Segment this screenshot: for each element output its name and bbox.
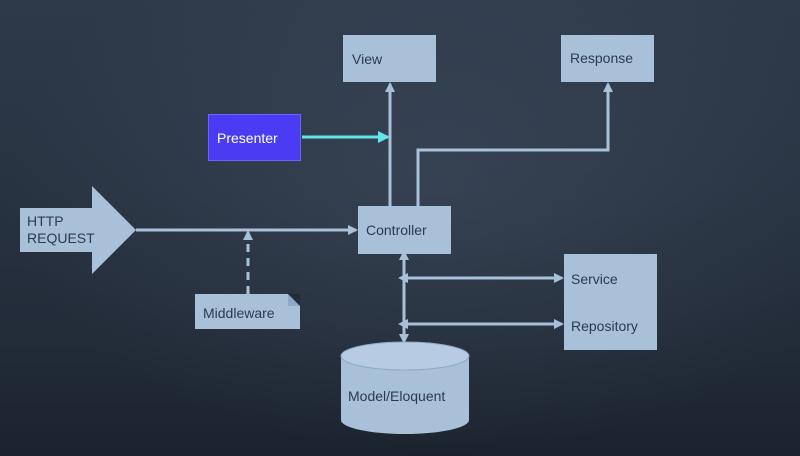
- controller-to-response-arrow: [416, 82, 613, 206]
- http-request-arrow-shape: [20, 186, 136, 274]
- service-label: Service: [571, 271, 618, 287]
- presenter-node: Presenter: [208, 114, 301, 161]
- view-label: View: [352, 51, 383, 67]
- service-repository-node: Service Repository: [564, 254, 657, 350]
- http-request-label: HTTP REQUEST: [27, 213, 95, 246]
- model-cylinder-top: [340, 341, 470, 371]
- middleware-label: Middleware: [203, 305, 275, 321]
- model-cylinder-body: [341, 356, 469, 434]
- response-label: Response: [570, 50, 634, 66]
- model-eloquent-label: Model/Eloquent: [348, 388, 446, 404]
- middleware-node: Middleware: [195, 294, 300, 329]
- controller-node: Controller: [358, 206, 451, 254]
- repository-label: Repository: [571, 318, 638, 334]
- response-node: Response: [561, 35, 654, 82]
- controller-label: Controller: [366, 222, 427, 238]
- view-node: View: [343, 35, 436, 82]
- presenter-label: Presenter: [217, 130, 278, 146]
